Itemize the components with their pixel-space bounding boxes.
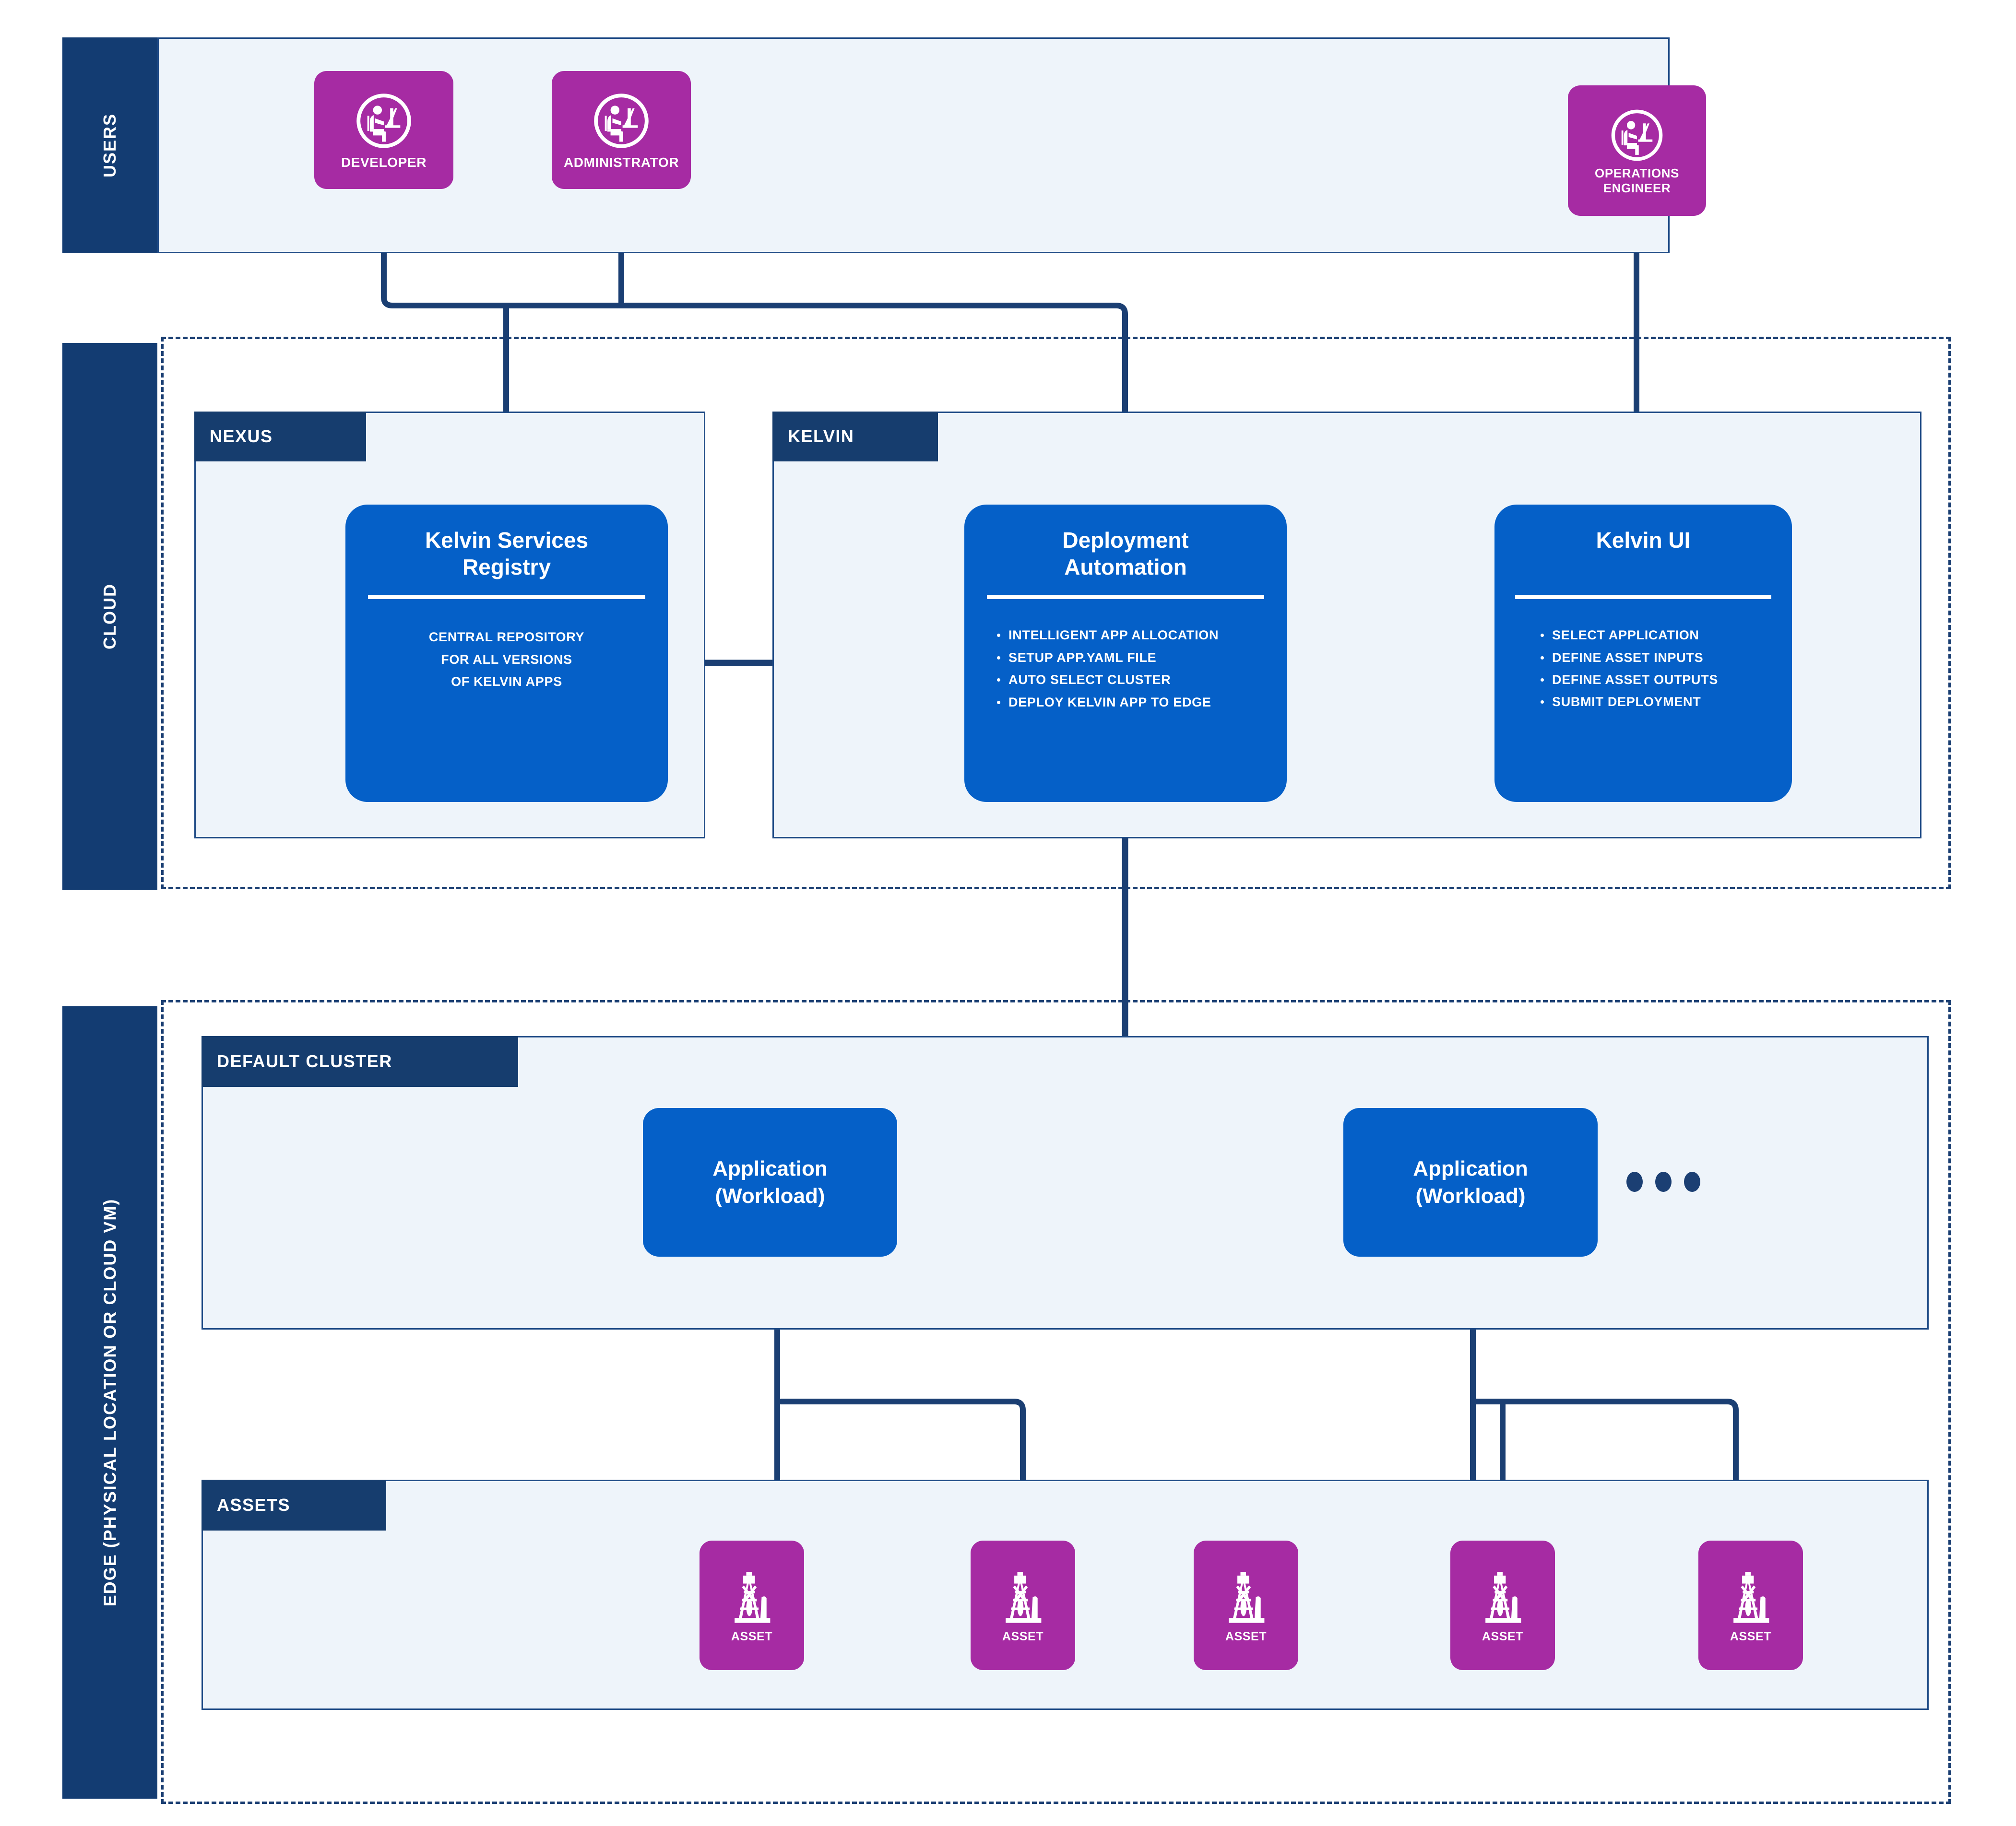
card-kelvin-ui[interactable]: Kelvin UI SELECT APPLICATION DEFINE ASSE… — [1494, 505, 1792, 802]
card-deployment-automation-title: Deployment Automation — [1062, 528, 1189, 580]
card-divider — [1515, 595, 1771, 600]
oil-derrick-icon — [1720, 1567, 1781, 1628]
band-cloud-label: CLOUD — [100, 583, 119, 649]
band-users-label: USERS — [100, 113, 119, 178]
asset-chip-5[interactable]: ASSET — [1698, 1541, 1803, 1670]
person-at-desk-icon — [352, 89, 415, 153]
kelvin-tab-label: KELVIN — [788, 426, 854, 446]
user-chip-developer[interactable]: DEVELOPER — [314, 71, 453, 189]
band-users: USERS — [62, 37, 157, 253]
bullet-item: SUBMIT DEPLOYMENT — [1536, 691, 1792, 713]
card-kelvin-ui-bullets: SELECT APPLICATION DEFINE ASSET INPUTS D… — [1494, 624, 1792, 713]
bullet-item: SELECT APPLICATION — [1536, 624, 1792, 646]
workload-card-1[interactable]: Application (Workload) — [643, 1108, 897, 1257]
bullet-item: DEFINE ASSET OUTPUTS — [1536, 669, 1792, 691]
oil-derrick-icon — [721, 1567, 783, 1628]
default-cluster-tab: DEFAULT CLUSTER — [202, 1036, 518, 1087]
nexus-tab: NEXUS — [194, 412, 366, 461]
card-deployment-automation[interactable]: Deployment Automation INTELLIGENT APP AL… — [964, 505, 1287, 802]
default-cluster-tab-label: DEFAULT CLUSTER — [217, 1051, 392, 1071]
asset-chip-2[interactable]: ASSET — [971, 1541, 1075, 1670]
card-kelvin-services-registry-title: Kelvin Services Registry — [425, 528, 589, 580]
user-chip-operations-engineer-label: OPERATIONS ENGINEER — [1595, 165, 1679, 195]
more-workloads-ellipsis — [1626, 1172, 1700, 1192]
user-chip-administrator[interactable]: ADMINISTRATOR — [552, 71, 691, 189]
asset-chip-5-label: ASSET — [1730, 1630, 1772, 1643]
band-edge: EDGE (PHYSICAL LOCATION OR CLOUD VM) — [62, 1006, 157, 1799]
card-deployment-automation-bullets: INTELLIGENT APP ALLOCATION SETUP APP.YAM… — [964, 624, 1287, 713]
ellipsis-dot — [1626, 1172, 1643, 1192]
assets-tab: ASSETS — [202, 1480, 386, 1531]
cloud-zone-boundary — [161, 337, 1951, 889]
band-edge-label: EDGE (PHYSICAL LOCATION OR CLOUD VM) — [100, 1198, 119, 1607]
oil-derrick-icon — [1472, 1567, 1533, 1628]
bullet-item: DEFINE ASSET INPUTS — [1536, 647, 1792, 669]
oil-derrick-icon — [992, 1567, 1054, 1628]
card-divider — [368, 595, 645, 600]
edge-zone-boundary — [161, 1000, 1951, 1804]
card-kelvin-services-registry[interactable]: Kelvin Services Registry CENTRAL REPOSIT… — [345, 505, 668, 802]
asset-chip-3[interactable]: ASSET — [1194, 1541, 1298, 1670]
bullet-item: AUTO SELECT CLUSTER — [992, 669, 1287, 691]
assets-tab-label: ASSETS — [217, 1495, 291, 1515]
person-at-desk-icon — [1607, 106, 1667, 165]
kelvin-tab: KELVIN — [772, 412, 938, 461]
ellipsis-dot — [1655, 1172, 1672, 1192]
workload-card-2[interactable]: Application (Workload) — [1343, 1108, 1598, 1257]
asset-chip-4-label: ASSET — [1482, 1630, 1524, 1643]
card-kelvin-services-registry-body: CENTRAL REPOSITORY FOR ALL VERSIONS OF K… — [428, 630, 585, 689]
user-chip-developer-label: DEVELOPER — [341, 155, 427, 170]
nexus-tab-label: NEXUS — [210, 426, 273, 446]
asset-chip-2-label: ASSET — [1002, 1630, 1044, 1643]
oil-derrick-icon — [1215, 1567, 1277, 1628]
asset-chip-1-label: ASSET — [731, 1630, 773, 1643]
user-chip-administrator-label: ADMINISTRATOR — [563, 155, 679, 170]
band-cloud: CLOUD — [62, 343, 157, 890]
person-at-desk-icon — [590, 89, 653, 153]
bullet-item: DEPLOY KELVIN APP TO EDGE — [992, 691, 1287, 713]
asset-chip-3-label: ASSET — [1225, 1630, 1267, 1643]
card-divider — [987, 595, 1264, 600]
ellipsis-dot — [1684, 1172, 1700, 1192]
asset-chip-1[interactable]: ASSET — [700, 1541, 804, 1670]
asset-chip-4[interactable]: ASSET — [1450, 1541, 1555, 1670]
card-kelvin-ui-title: Kelvin UI — [1596, 528, 1691, 553]
bullet-item: SETUP APP.YAML FILE — [992, 647, 1287, 669]
bullet-item: INTELLIGENT APP ALLOCATION — [992, 624, 1287, 646]
user-chip-operations-engineer[interactable]: OPERATIONS ENGINEER — [1568, 85, 1706, 216]
